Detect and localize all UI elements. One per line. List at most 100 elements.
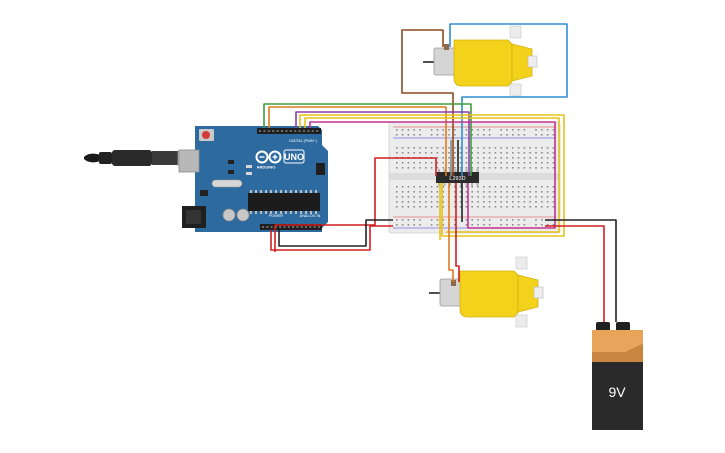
breadboard-hole — [529, 201, 531, 203]
breadboard-hole — [546, 206, 549, 208]
breadboard-hole — [477, 147, 479, 149]
wire-yellow-1[interactable] — [299, 114, 565, 237]
breadboard-hole — [436, 191, 439, 193]
wire-green-signal[interactable] — [263, 103, 472, 176]
breadboard-hole — [488, 219, 491, 221]
motor-1-can — [433, 47, 457, 76]
breadboard-hole — [546, 224, 549, 226]
breadboard-hole — [500, 147, 502, 149]
power-analog-header[interactable] — [260, 224, 322, 230]
breadboard-hole — [512, 129, 514, 131]
breadboard-hole — [425, 147, 427, 149]
atmega-pin — [315, 190, 317, 193]
power-pin — [287, 226, 290, 228]
breadboard-hole — [500, 196, 502, 198]
breadboard-hole — [396, 186, 398, 188]
breadboard-hole — [454, 206, 456, 208]
breadboard-hole — [535, 147, 537, 149]
reset-button[interactable] — [202, 131, 210, 139]
atmega-pin — [310, 190, 312, 193]
breadboard-hole — [454, 129, 456, 131]
breadboard-hole — [517, 201, 520, 203]
atmega-chip — [248, 193, 320, 211]
breadboard-hole — [512, 186, 514, 188]
wire-red-enable[interactable] — [274, 157, 437, 252]
wire-brown-motor1[interactable] — [401, 29, 454, 176]
breadboard-hole — [506, 147, 508, 149]
breadboard-hole — [552, 157, 555, 159]
battery-label: 9V — [608, 384, 626, 400]
breadboard-hole — [523, 147, 526, 149]
breadboard-hole — [401, 162, 404, 164]
breadboard-hole — [523, 191, 526, 193]
breadboard-hole — [529, 206, 531, 208]
breadboard-hole — [407, 162, 410, 164]
atmega-pin — [290, 190, 292, 193]
wire-red-battery[interactable] — [545, 225, 605, 322]
dc-motor-1[interactable] — [423, 25, 538, 97]
breadboard-hole — [407, 186, 410, 188]
breadboard-hole — [488, 157, 491, 159]
breadboard-hole — [436, 196, 439, 198]
wire-red-power[interactable] — [270, 225, 393, 251]
breadboard-hole — [500, 129, 502, 131]
wire-purple-signal[interactable] — [295, 111, 470, 176]
dc-motor-2[interactable] — [429, 256, 544, 328]
breadboard-hole — [407, 224, 410, 226]
breadboard-hole — [500, 186, 502, 188]
breadboard-hole — [541, 219, 543, 221]
atmega-pin — [265, 211, 267, 214]
wire-blue-motor1[interactable] — [449, 23, 568, 176]
wire-magenta-signal[interactable] — [309, 121, 556, 229]
breadboard-hole — [494, 196, 497, 198]
breadboard-hole — [552, 224, 555, 226]
breadboard-hole — [425, 191, 427, 193]
power-pin — [305, 226, 307, 228]
breadboard-hole — [419, 191, 421, 193]
wire-black-gnd[interactable] — [278, 219, 393, 247]
breadboard-hole — [413, 134, 415, 136]
wire-orange-signal[interactable] — [268, 106, 447, 176]
wire-red-motor2[interactable] — [455, 183, 460, 282]
breadboard-hole — [396, 147, 398, 149]
digital-pin-header[interactable] — [257, 128, 321, 134]
breadboard-hole — [471, 201, 473, 203]
l293d-pin — [443, 183, 446, 186]
breadboard-hole — [512, 134, 514, 136]
breadboard-hole — [471, 206, 473, 208]
breadboard-hole — [419, 224, 421, 226]
breadboard-hole — [436, 152, 439, 154]
breadboard-hole — [459, 186, 462, 188]
breadboard-hole — [500, 206, 502, 208]
l293d-pin — [465, 169, 468, 172]
breadboard-hole — [396, 219, 398, 221]
breadboard-hole — [546, 167, 549, 169]
wire-orange-motor2[interactable] — [448, 183, 454, 282]
wire-black-battery[interactable] — [545, 219, 617, 322]
breadboard-hole — [454, 219, 456, 221]
arduino-uno-board[interactable]: UNO ARDUINO DIGITAL (PWM~) POWER ANALOG … — [178, 126, 328, 232]
breadboard-hole — [541, 129, 543, 131]
breadboard-hole — [541, 152, 543, 154]
breadboard-hole — [506, 201, 508, 203]
breadboard-hole — [401, 134, 404, 136]
battery-9v[interactable]: 9V — [592, 322, 643, 430]
digital-pin — [272, 130, 275, 132]
breadboard-hole — [477, 167, 479, 169]
breadboard-hole — [552, 196, 555, 198]
l293d-driver-chip[interactable]: L293D — [436, 169, 479, 186]
breadboard-hole — [401, 129, 404, 131]
breadboard-hole — [413, 196, 415, 198]
breadboard-hole — [442, 219, 444, 221]
breadboard-hole — [401, 167, 404, 169]
usb-socket — [178, 149, 200, 173]
breadboard-hole — [517, 147, 520, 149]
breadboard-hole — [419, 129, 421, 131]
breadboard-hole — [477, 186, 479, 188]
breadboard-hole — [413, 224, 415, 226]
atmega-pin — [285, 190, 287, 193]
wire-yellow-2[interactable] — [304, 117, 560, 233]
breadboard-hole — [483, 152, 485, 154]
breadboard-hole — [454, 152, 456, 154]
breadboard-hole — [419, 147, 421, 149]
